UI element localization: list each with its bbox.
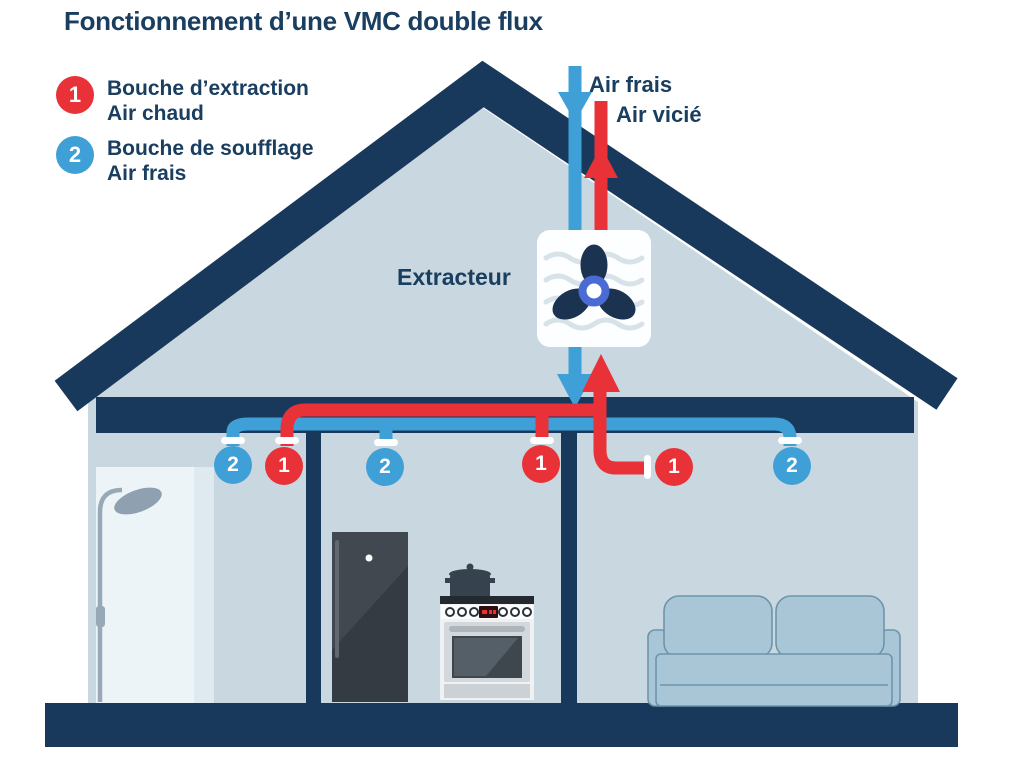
legend-line: Bouche de soufflage [107, 137, 314, 160]
legend: 1 Bouche d’extraction Air chaud 2 Bouche… [56, 76, 314, 186]
vent-badge-extraction-2: 1 [522, 445, 560, 483]
legend-item-soufflage: 2 Bouche de soufflage Air frais [56, 136, 314, 186]
fridge-icon [332, 532, 408, 702]
vent-badge-extraction-1: 1 [265, 447, 303, 485]
extractor-unit [537, 230, 651, 347]
vent-badge-extraction-3: 1 [655, 448, 693, 486]
shower-icon [96, 467, 214, 703]
floor-slab [45, 703, 958, 747]
legend-badge-1: 1 [56, 76, 94, 114]
extracteur-label: Extracteur [397, 264, 511, 290]
vent-badge-soufflage-1: 2 [214, 446, 252, 484]
page-title: Fonctionnement d’une VMC double flux [64, 6, 543, 36]
sofa-icon [647, 595, 901, 707]
legend-item-extraction: 1 Bouche d’extraction Air chaud [56, 76, 314, 126]
vent-nozzles [221, 437, 802, 479]
vent-nozzle-5 [644, 455, 651, 479]
vent-nozzle-4 [530, 437, 554, 444]
fresh-air-down-arrow-icon [558, 92, 592, 122]
stale-air-collection-duct [280, 403, 600, 446]
partition-wall-left [306, 433, 321, 703]
stale-air-extract-arrow-icon [582, 354, 620, 392]
air-vicie-label: Air vicié [616, 102, 702, 127]
vent-nozzle-6 [778, 437, 802, 444]
vent-nozzle-2 [275, 437, 299, 444]
legend-line: Air chaud [107, 102, 204, 125]
legend-badge-2: 2 [56, 136, 94, 174]
air-frais-label: Air frais [589, 72, 673, 97]
vent-nozzle-1 [221, 437, 245, 444]
vent-badge-soufflage-3: 2 [773, 447, 811, 485]
fan-hub-center [586, 283, 602, 299]
vent-nozzle-3 [374, 439, 398, 446]
stove-icon [440, 563, 534, 700]
legend-text-soufflage: Bouche de soufflage Air frais [107, 136, 314, 186]
gable-wall [88, 108, 918, 433]
partition-wall-right [561, 433, 577, 703]
legend-text-extraction: Bouche d’extraction Air chaud [107, 76, 309, 126]
roof [54, 60, 958, 412]
vent-badge-soufflage-2: 2 [366, 448, 404, 486]
legend-line: Air frais [107, 162, 187, 185]
fresh-air-supply-arrow-icon [557, 374, 593, 408]
fresh-air-distribution-duct [226, 417, 797, 446]
legend-line: Bouche d’extraction [107, 77, 309, 100]
stale-air-livingroom-drop [593, 386, 646, 475]
stale-air-up-arrow-icon [584, 146, 618, 178]
